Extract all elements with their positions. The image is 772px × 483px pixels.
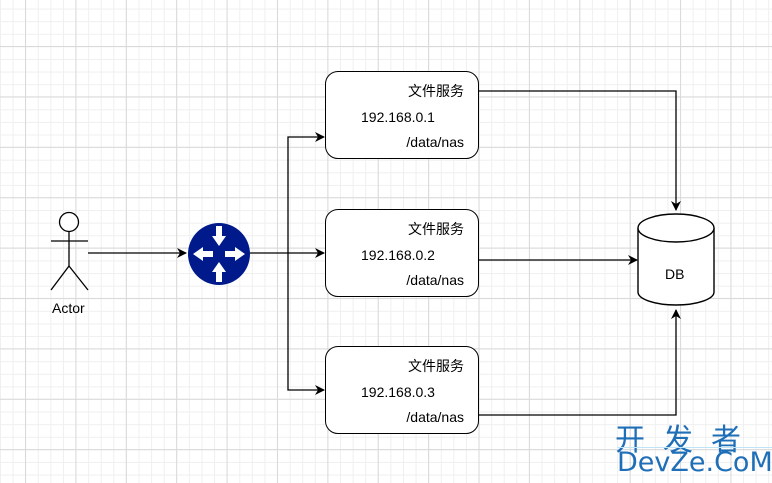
actor-label: Actor [52, 300, 85, 316]
server-ip: 192.168.0.3 [361, 384, 435, 400]
actor-figure[interactable] [50, 211, 89, 291]
server-path: /data/nas [406, 272, 464, 288]
edge-server-1-db [478, 90, 681, 211]
server-title: 文件服务 [408, 358, 464, 374]
server-box-3[interactable]: 文件服务 192.168.0.3 /data/nas [325, 346, 479, 434]
edge-router-server-3 [287, 253, 325, 395]
server-title: 文件服务 [408, 221, 464, 237]
server-path: /data/nas [406, 409, 464, 425]
router-icon[interactable] [188, 223, 250, 285]
server-path: /data/nas [406, 134, 464, 150]
watermark-english: DevZe.CoM [617, 447, 772, 478]
server-box-1[interactable]: 文件服务 192.168.0.1 /data/nas [325, 71, 479, 159]
database-cylinder[interactable] [637, 213, 715, 306]
database-label: DB [665, 266, 685, 282]
server-title: 文件服务 [408, 83, 464, 99]
edge-server-3-db [478, 309, 681, 416]
server-ip: 192.168.0.2 [361, 247, 435, 263]
watermark-chinese: 开发者 [615, 423, 759, 458]
edge-router-server-1 [287, 132, 325, 253]
server-ip: 192.168.0.1 [361, 109, 435, 125]
server-box-2[interactable]: 文件服务 192.168.0.2 /data/nas [325, 209, 479, 297]
